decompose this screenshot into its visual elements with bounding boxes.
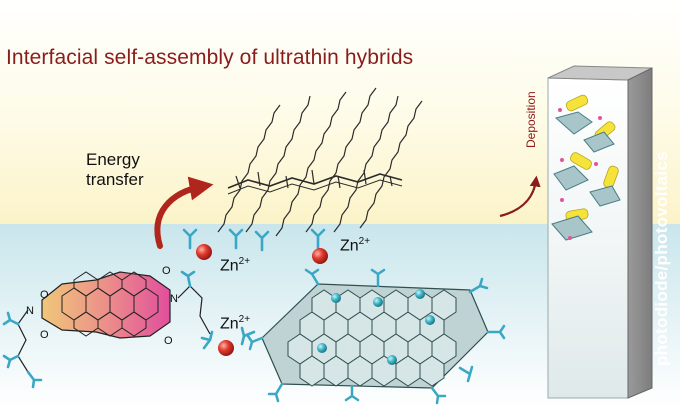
svg-text:O: O bbox=[40, 329, 49, 341]
energy-label-line2: transfer bbox=[86, 170, 144, 189]
svg-text:O: O bbox=[40, 289, 49, 301]
ligand-anchors bbox=[182, 228, 326, 350]
svg-text:O: O bbox=[162, 265, 171, 277]
zn-ion-label: Zn2+ bbox=[220, 314, 251, 333]
zn-ion-label: Zn2+ bbox=[340, 236, 371, 255]
zn-ions bbox=[196, 244, 328, 356]
device-slab bbox=[547, 65, 653, 399]
figure-title: Interfacial self-assembly of ultrathin h… bbox=[6, 46, 414, 69]
energy-transfer-label: Energy transfer bbox=[86, 150, 144, 190]
alkyl-chains bbox=[217, 87, 423, 237]
graphene-sheet bbox=[246, 268, 506, 405]
svg-text:O: O bbox=[164, 335, 173, 347]
svg-text:N: N bbox=[170, 293, 178, 305]
perylene-dye: O N O O N O bbox=[2, 265, 211, 389]
energy-transfer-arrow bbox=[154, 176, 214, 249]
svg-text:N: N bbox=[26, 305, 34, 317]
device-label: photodiode/photovoltaics bbox=[652, 151, 671, 366]
zn-ion-label: Zn2+ bbox=[220, 256, 251, 275]
deposition-label: Deposition bbox=[524, 91, 538, 148]
deposition-arrow bbox=[499, 175, 541, 218]
energy-label-line1: Energy bbox=[86, 150, 140, 169]
